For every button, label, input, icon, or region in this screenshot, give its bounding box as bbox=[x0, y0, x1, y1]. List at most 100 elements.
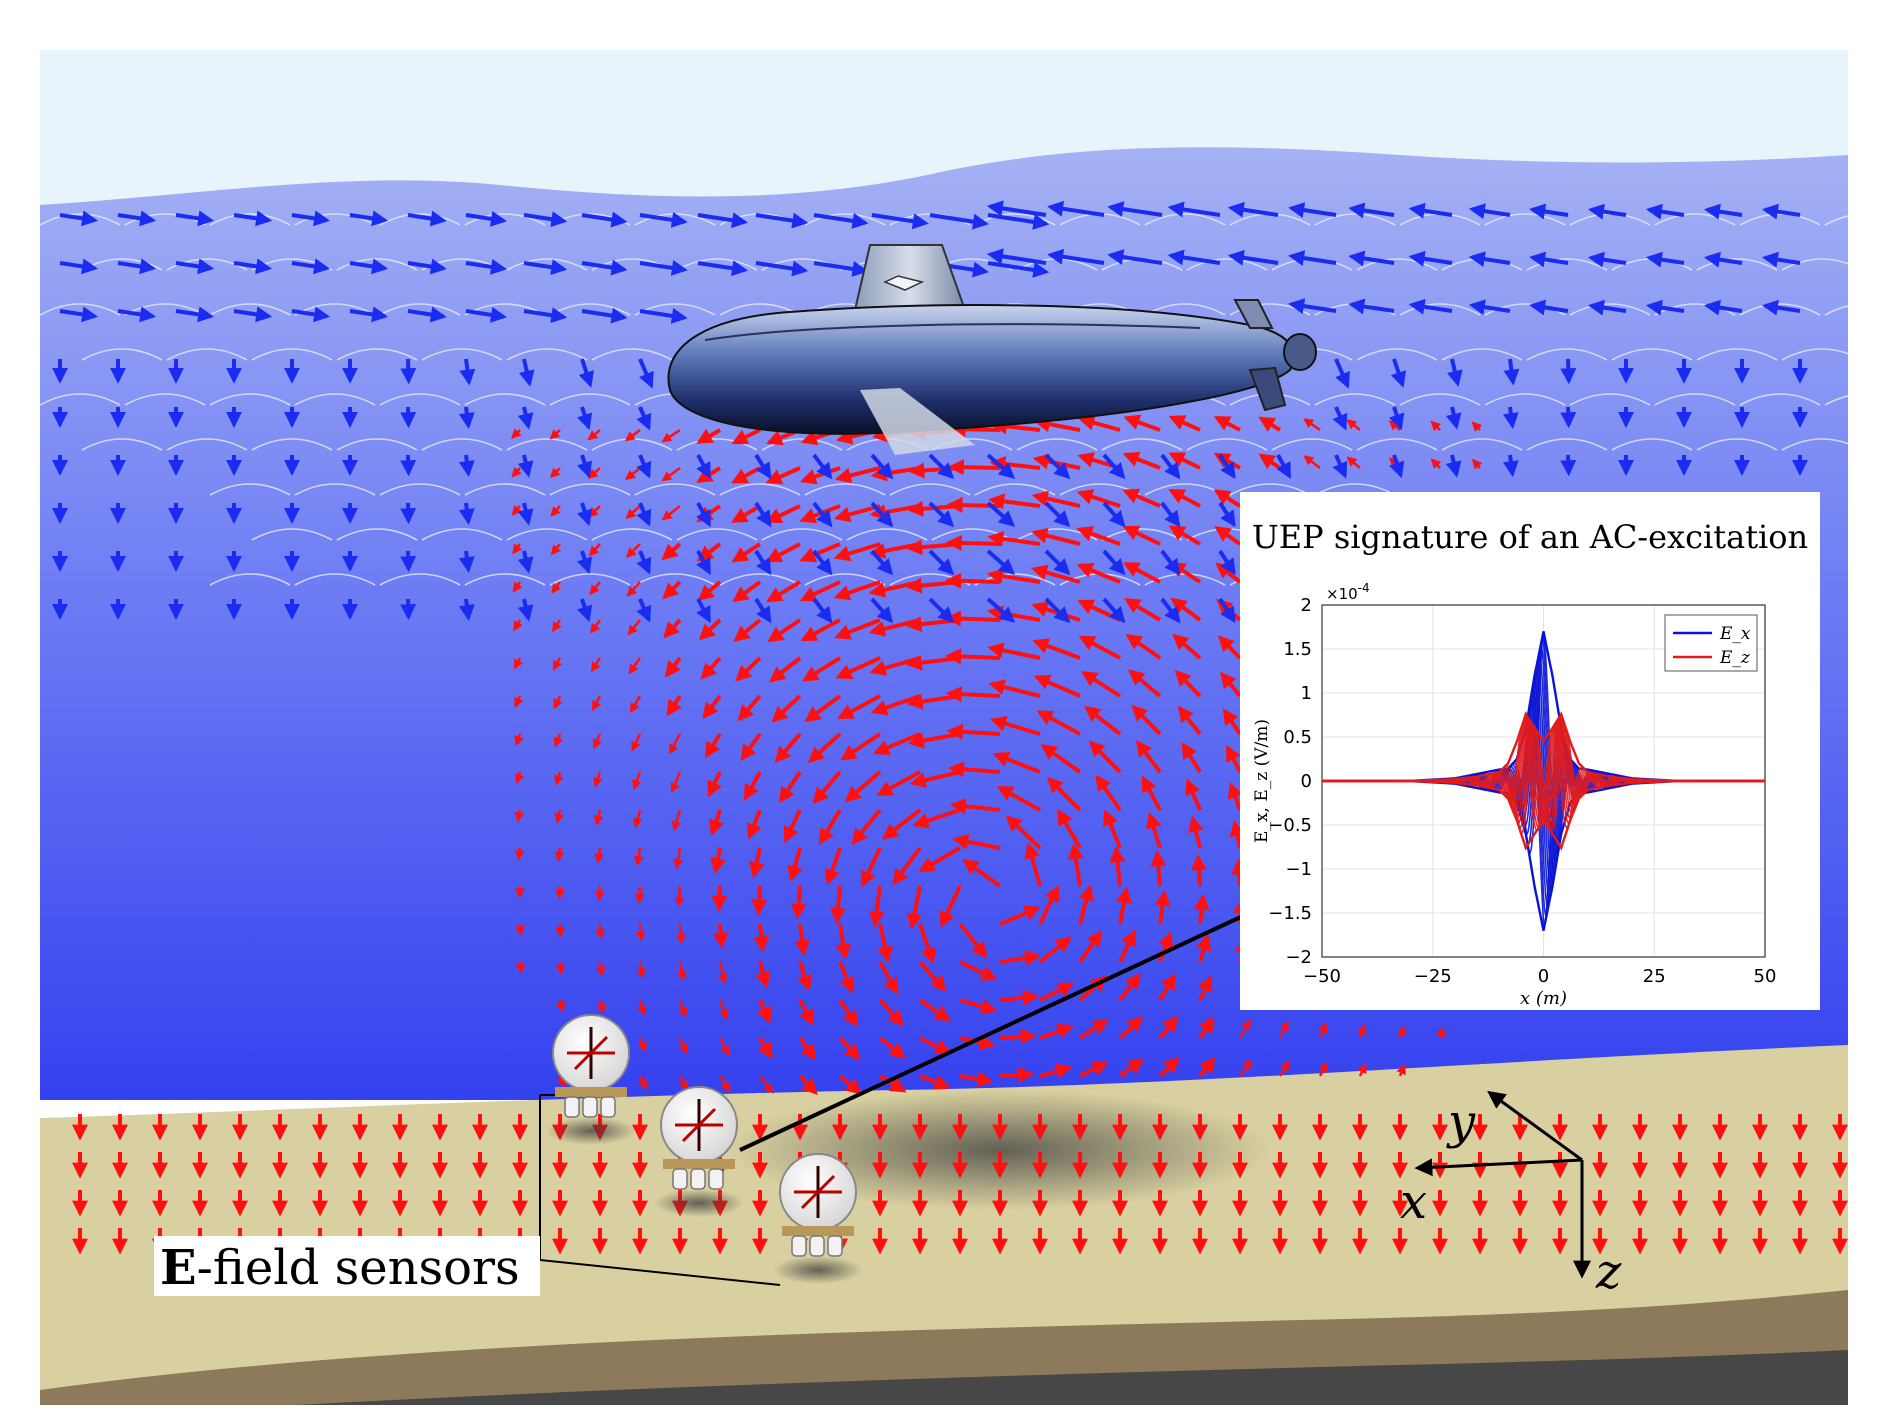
field-vector-red bbox=[838, 998, 859, 1028]
field-vector-blue bbox=[517, 598, 534, 622]
field-vector-red bbox=[549, 467, 561, 479]
field-vector-red bbox=[996, 785, 1041, 812]
field-vector-blue bbox=[1167, 249, 1221, 266]
field-vector-red bbox=[670, 771, 682, 794]
field-vector-blue bbox=[1102, 549, 1126, 576]
field-vector-blue bbox=[175, 258, 215, 275]
field-vector-blue bbox=[1227, 249, 1279, 266]
field-vector-red bbox=[511, 505, 522, 516]
field-vector-blue bbox=[233, 306, 273, 323]
field-vector-red bbox=[632, 771, 642, 791]
field-vector-blue bbox=[117, 306, 157, 323]
field-vector-red bbox=[1188, 815, 1204, 849]
wave-arc bbox=[1441, 438, 1523, 451]
field-vector-red bbox=[1225, 744, 1242, 773]
field-vector-red bbox=[945, 648, 1001, 665]
field-vector-red bbox=[1258, 416, 1282, 432]
field-vector-blue bbox=[1447, 358, 1463, 387]
field-vector-red bbox=[1158, 1015, 1179, 1040]
field-vector-red bbox=[999, 1066, 1035, 1083]
field-vector-red bbox=[1084, 705, 1122, 736]
field-vector-red bbox=[591, 657, 602, 673]
field-vector-blue bbox=[291, 210, 331, 227]
field-vector-red bbox=[906, 885, 923, 930]
field-vector-blue bbox=[465, 258, 507, 275]
field-vector-red bbox=[1198, 1057, 1216, 1078]
field-vector-blue bbox=[465, 306, 507, 323]
field-vector-blue bbox=[59, 210, 99, 227]
field-vector-blue bbox=[1587, 203, 1627, 220]
field-vector-red bbox=[918, 846, 961, 873]
field-vector-blue bbox=[1334, 358, 1350, 389]
field-vector-red bbox=[634, 885, 645, 904]
field-vector-red bbox=[945, 534, 1001, 551]
axis-y-arrow bbox=[1487, 1090, 1583, 1162]
field-vector-red bbox=[999, 1028, 1037, 1045]
field-vector-red bbox=[731, 428, 761, 445]
field-vector-red bbox=[1080, 671, 1122, 698]
field-vector-blue bbox=[986, 248, 1047, 265]
field-vector-red bbox=[753, 923, 770, 953]
field-vector-red bbox=[800, 618, 841, 642]
field-vector-blue bbox=[400, 550, 417, 573]
field-vector-blue bbox=[1408, 298, 1453, 315]
field-vector-blue bbox=[1703, 299, 1743, 316]
field-vector-red bbox=[1430, 420, 1442, 432]
field-vector-blue bbox=[1218, 501, 1236, 528]
field-vector-blue bbox=[1102, 501, 1126, 528]
field-vector-red bbox=[661, 466, 681, 482]
submarine-propeller bbox=[1283, 333, 1317, 371]
field-vector-red bbox=[765, 504, 801, 524]
field-vector-red bbox=[765, 542, 801, 563]
wave-arc bbox=[1739, 393, 1821, 406]
field-vector-red bbox=[1168, 452, 1201, 470]
field-vector-blue bbox=[578, 358, 594, 388]
field-vector-blue bbox=[517, 406, 534, 430]
field-vector-red bbox=[1125, 633, 1162, 660]
y-tick-label: 1.5 bbox=[1283, 639, 1312, 660]
x-tick-label: 25 bbox=[1643, 966, 1666, 987]
wave-arc bbox=[1569, 393, 1651, 406]
field-vector-blue bbox=[986, 200, 1047, 217]
field-vector-blue bbox=[1160, 453, 1181, 480]
sensor-foot bbox=[827, 1235, 843, 1257]
wave-arc bbox=[209, 483, 291, 496]
submarine-shadow bbox=[730, 1090, 1270, 1210]
field-vector-blue bbox=[1044, 549, 1071, 576]
field-vector-blue bbox=[812, 501, 833, 528]
field-vector-red bbox=[1118, 1058, 1145, 1078]
field-vector-red bbox=[664, 656, 682, 678]
y-tick-label: 0 bbox=[1301, 771, 1312, 792]
field-vector-red bbox=[662, 580, 682, 600]
field-vector-red bbox=[1217, 635, 1242, 660]
field-vector-blue bbox=[696, 550, 711, 576]
field-vector-blue bbox=[754, 501, 772, 528]
field-vector-red bbox=[748, 847, 765, 879]
sensor-foot bbox=[582, 1096, 598, 1118]
field-vector-blue bbox=[458, 454, 475, 477]
svg-text:E-field sensors: E-field sensors bbox=[160, 1240, 520, 1296]
field-vector-red bbox=[1036, 710, 1081, 736]
field-vector-blue bbox=[754, 597, 772, 624]
wave-arc bbox=[166, 438, 248, 451]
field-vector-red bbox=[1078, 929, 1103, 964]
wave-arc bbox=[676, 528, 758, 541]
field-vector-red bbox=[637, 1075, 648, 1090]
field-vector-red bbox=[514, 733, 524, 747]
wave-arc bbox=[421, 348, 503, 361]
field-vector-blue bbox=[1503, 358, 1520, 386]
field-vector-blue bbox=[1529, 251, 1569, 268]
field-vector-red bbox=[554, 847, 565, 862]
field-vector-blue bbox=[1348, 202, 1395, 219]
field-vector-red bbox=[860, 847, 882, 888]
field-vector-blue bbox=[400, 598, 417, 621]
field-vector-red bbox=[774, 732, 802, 764]
field-vector-red bbox=[1118, 929, 1137, 963]
field-vector-red bbox=[1122, 525, 1161, 546]
field-vector-blue bbox=[523, 259, 568, 276]
field-vector-red bbox=[1471, 421, 1483, 432]
field-vector-blue bbox=[59, 306, 99, 323]
field-vector-blue bbox=[465, 210, 507, 227]
sensor-label: E-field sensors bbox=[154, 1236, 540, 1296]
field-vector-red bbox=[636, 961, 647, 979]
